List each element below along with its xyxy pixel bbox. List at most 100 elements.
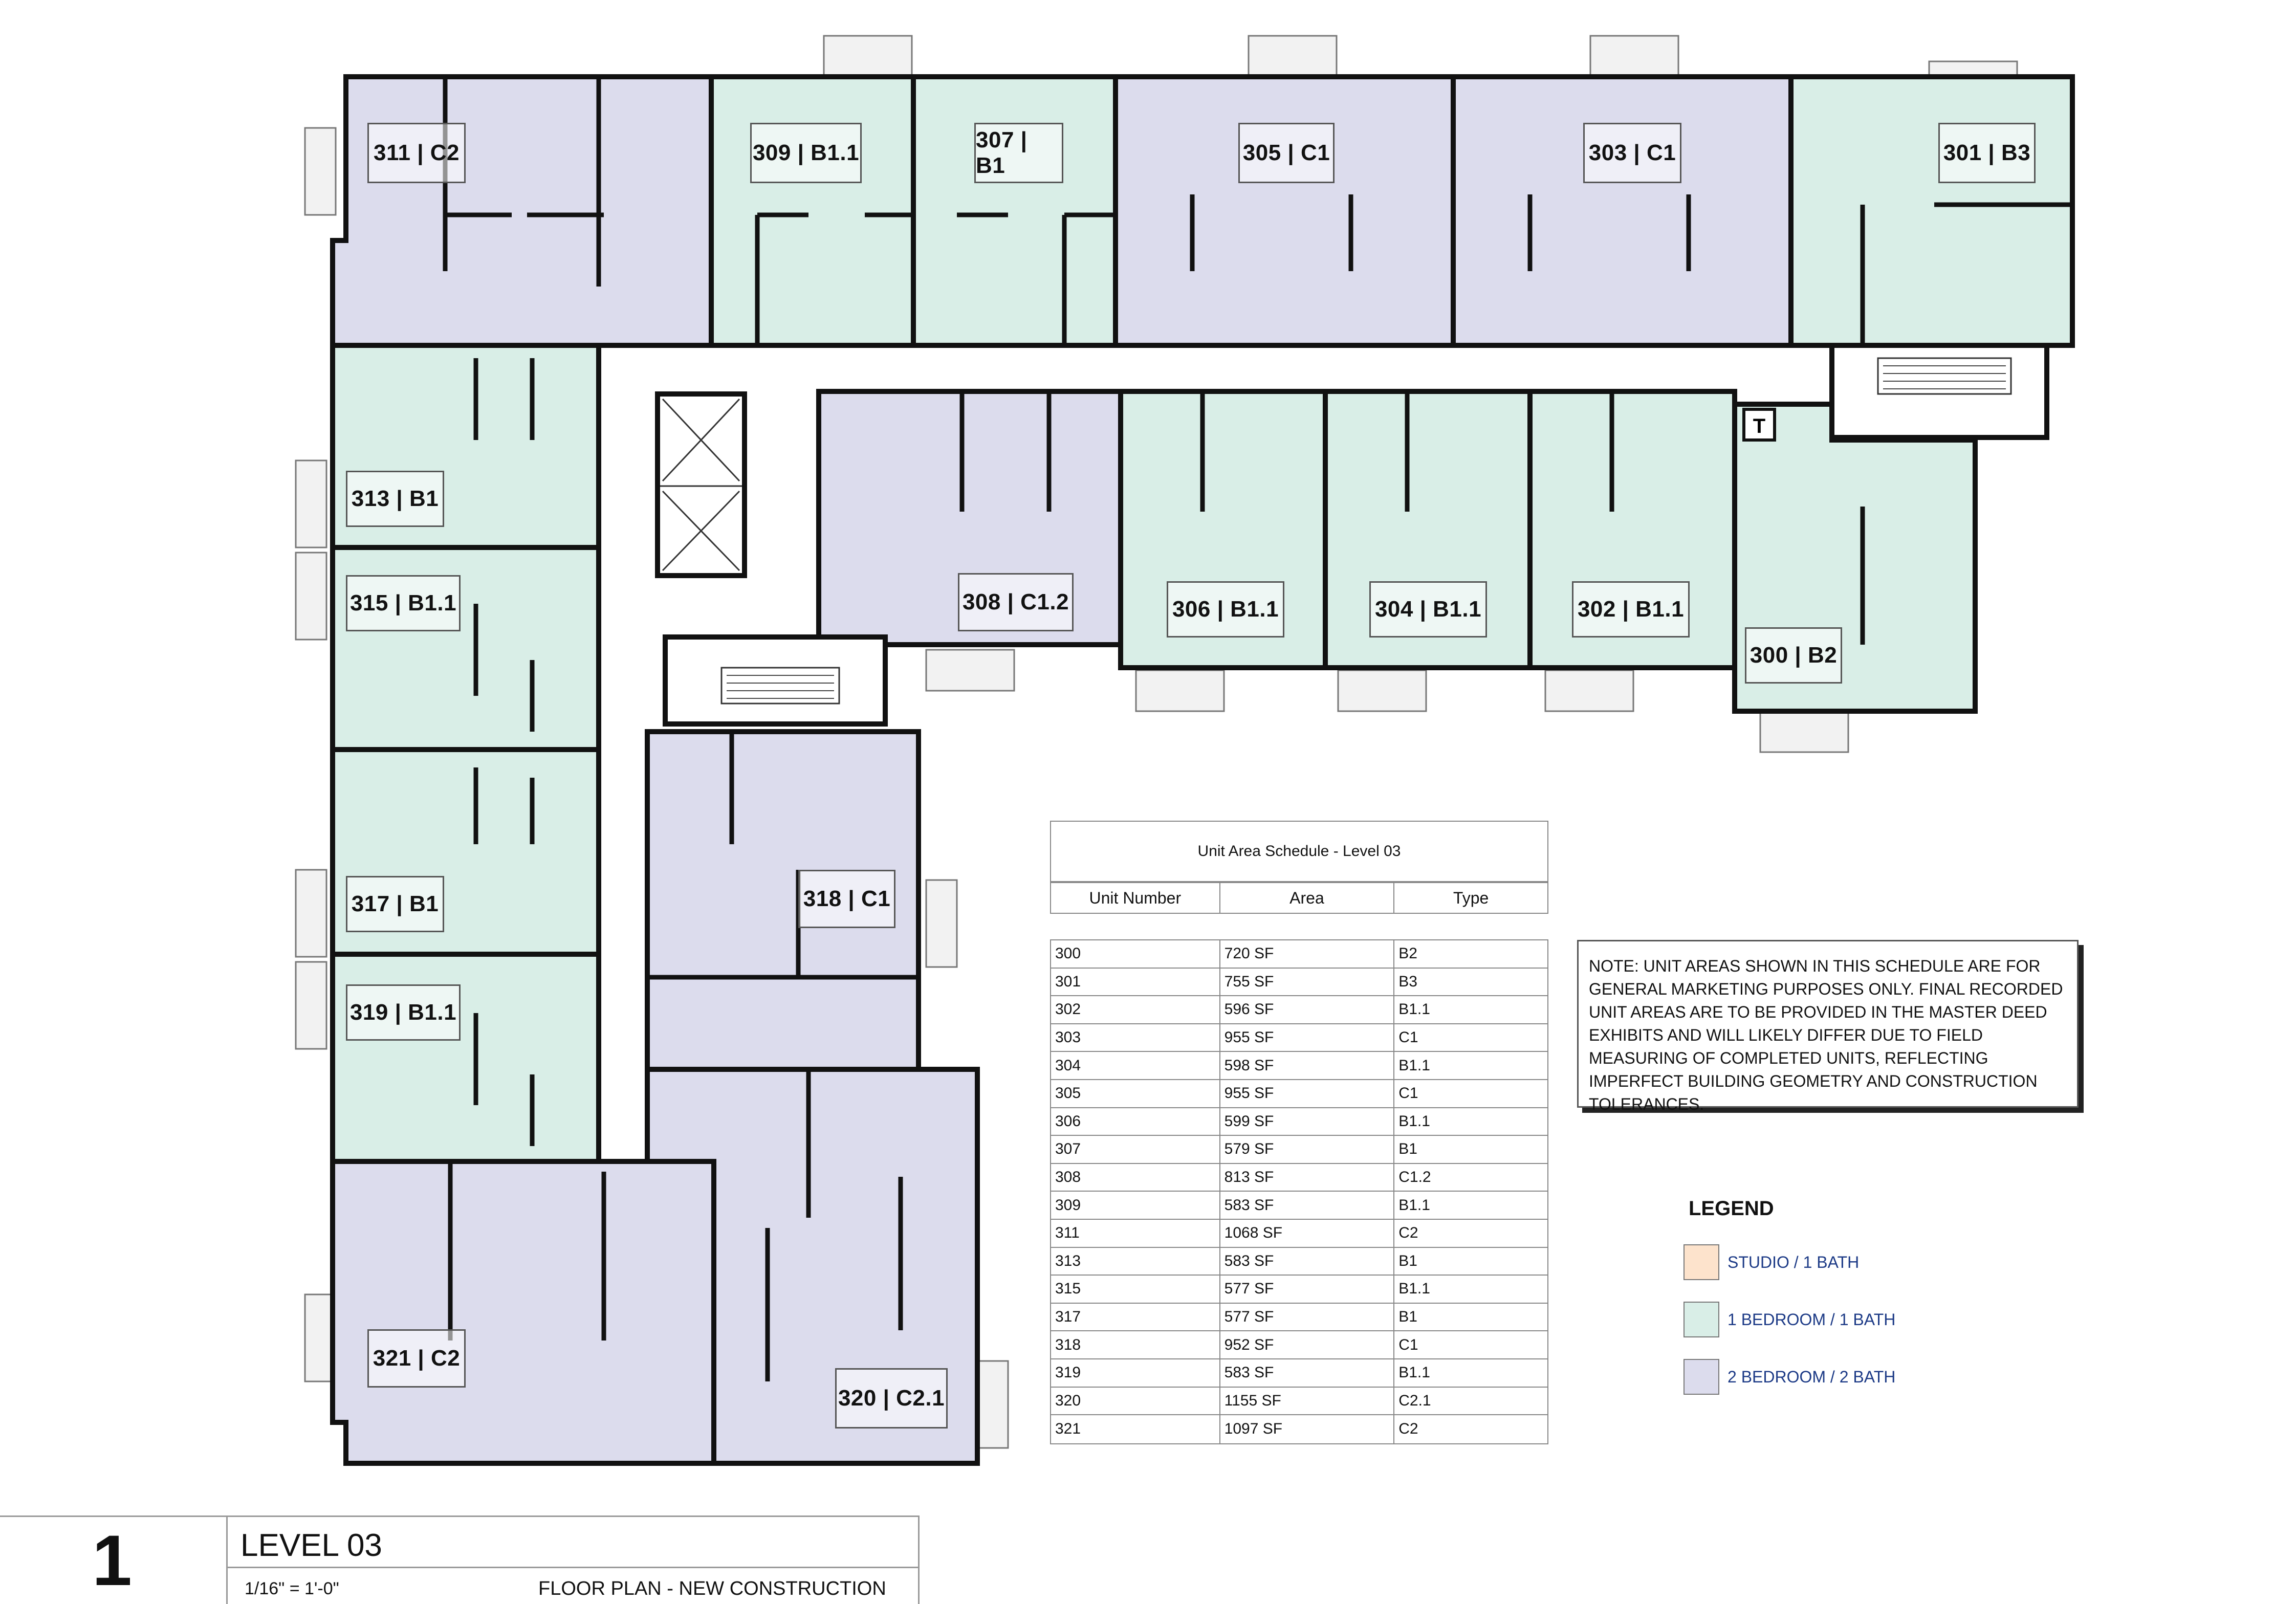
schedule-cell-area: 952 SF [1220,1331,1395,1358]
schedule-cell-area: 955 SF [1220,1024,1395,1051]
schedule-cell-unit: 305 [1051,1080,1220,1107]
unit-321-area [330,1159,716,1466]
unit-305-area [1113,74,1456,348]
balcony [295,459,327,548]
unit-303-area [1451,74,1794,348]
schedule-header-area: Area [1220,883,1395,913]
unit-label-311: 311 | C2 [367,123,466,183]
unit-label-315: 315 | B1.1 [346,575,461,631]
schedule-cell-area: 583 SF [1220,1192,1395,1219]
schedule-cell-unit: 307 [1051,1136,1220,1163]
schedule-cell-unit: 306 [1051,1108,1220,1135]
unit-label-303: 303 | C1 [1583,123,1681,183]
unit-label-300: 300 | B2 [1745,627,1842,684]
schedule-cell-unit: 308 [1051,1163,1220,1191]
schedule-cell-area: 577 SF [1220,1276,1395,1303]
unit-309-area [709,74,916,348]
schedule-cell-unit: 315 [1051,1276,1220,1303]
legend-label-2br: 2 BEDROOM / 2 BATH [1728,1367,1896,1386]
schedule-cell-type: B1.1 [1398,1280,1430,1298]
legend-item-1br: 1 BEDROOM / 1 BATH [1683,1302,1895,1337]
schedule-cell-type: B2 [1398,945,1417,962]
unit-label-313: 313 | B1 [346,471,444,527]
legend-swatch-1br [1683,1302,1719,1337]
unit-label-320: 320 | C2.1 [835,1368,948,1429]
unit-label-309: 309 | B1.1 [750,123,862,183]
unit-label-308: 308 | C1.2 [958,573,1074,631]
schedule-cell-unit: 311 [1051,1219,1220,1247]
drawing-title: LEVEL 03 [240,1528,382,1563]
balcony [925,649,1015,692]
schedule-cell-type: C1 [1398,1085,1418,1102]
title-block-top-rule [0,1515,919,1517]
schedule-cell-area: 599 SF [1220,1108,1395,1135]
unit-302-area [1527,389,1737,670]
schedule-cell-type: B1 [1398,1252,1417,1269]
schedule-cell-unit: 301 [1051,968,1220,996]
unit-label-304: 304 | B1.1 [1369,581,1487,638]
unit-label-307: 307 | B1 [974,123,1063,183]
schedule-cell-type: B1.1 [1398,1001,1430,1018]
schedule-cell-unit: 309 [1051,1192,1220,1219]
schedule-cell-unit: 303 [1051,1024,1220,1051]
schedule-cell-type: B1 [1398,1140,1417,1158]
trash-room: T [1742,408,1776,442]
balcony [1135,669,1225,712]
schedule-cell-unit: 317 [1051,1303,1220,1331]
drawing-number: 1 [92,1520,132,1600]
schedule-cell-type: C2 [1398,1224,1418,1242]
schedule-cell-area: 1068 SF [1220,1219,1395,1247]
schedule-title: Unit Area Schedule - Level 03 [1050,821,1548,882]
schedule-cell-unit: 302 [1051,996,1220,1023]
schedule-cell-type: B1 [1398,1308,1417,1326]
schedule-cell-type: B1.1 [1398,1057,1430,1074]
legend-title: LEGEND [1689,1197,1774,1220]
legend-swatch-studio [1683,1244,1719,1280]
unit-label-317: 317 | B1 [346,876,444,932]
schedule-cell-type: C1.2 [1398,1169,1431,1186]
title-block-divider [226,1515,228,1604]
schedule-cell-unit: 321 [1051,1415,1220,1443]
legend-item-2br: 2 BEDROOM / 2 BATH [1683,1359,1895,1395]
schedule-cell-unit: 318 [1051,1331,1220,1358]
schedule-cell-area: 813 SF [1220,1163,1395,1191]
schedule-cell-area: 720 SF [1220,940,1395,968]
balcony [295,869,327,958]
title-block-right-rule [918,1515,920,1604]
unit-label-302: 302 | B1.1 [1572,581,1690,638]
area-note: NOTE: UNIT AREAS SHOWN IN THIS SCHEDULE … [1577,940,2079,1113]
unit-307-area [911,74,1118,348]
drawing-scale: 1/16" = 1'-0" [245,1579,339,1598]
schedule-cell-type: B1.1 [1398,1196,1430,1214]
unit-311-area [330,74,714,348]
schedule-cell-area: 579 SF [1220,1136,1395,1163]
title-block-mid-rule [226,1567,919,1568]
schedule-cell-unit: 313 [1051,1247,1220,1275]
unit-313-area [330,343,601,550]
balcony [925,879,958,968]
schedule-cell-type: C1 [1398,1336,1418,1353]
schedule-cell-unit: 304 [1051,1052,1220,1079]
balcony [1589,35,1679,78]
schedule-cell-type: C2 [1398,1420,1418,1438]
balcony [976,1360,1009,1449]
schedule-cell-area: 596 SF [1220,996,1395,1023]
legend-item-studio: STUDIO / 1 BATH [1683,1244,1859,1280]
balcony [295,961,327,1050]
schedule-cell-area: 583 SF [1220,1247,1395,1275]
balcony [304,127,337,216]
